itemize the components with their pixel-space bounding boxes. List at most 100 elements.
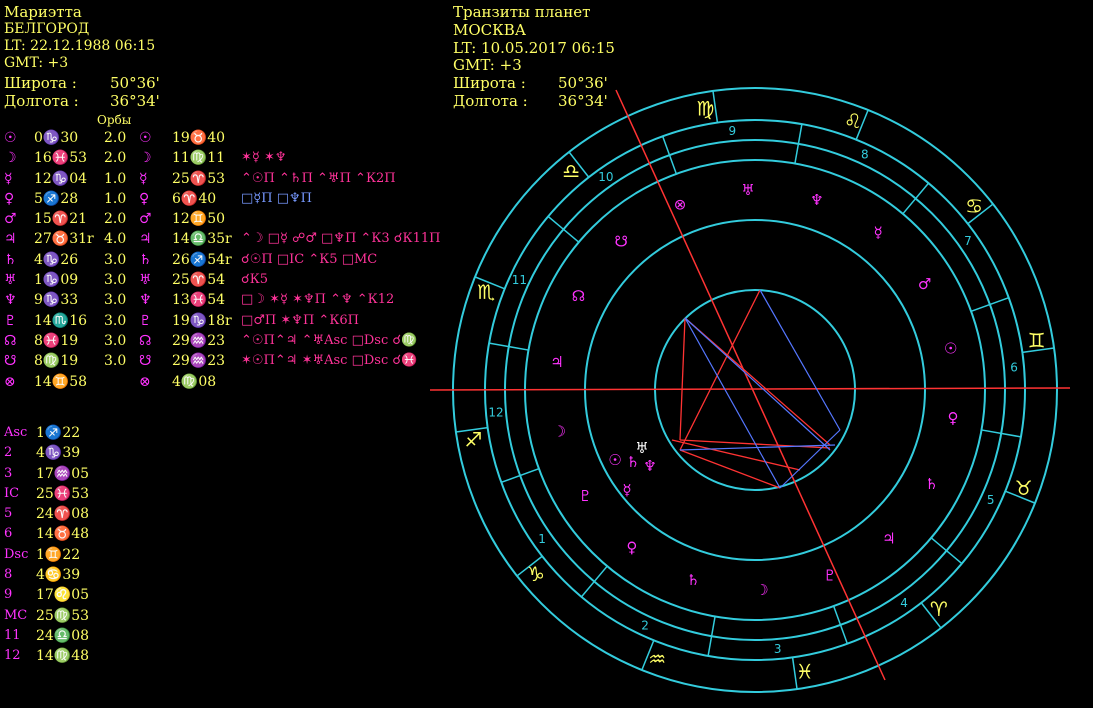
- planet-glyph: ♅: [4, 272, 17, 289]
- zodiac-sign-icon: ♊: [1028, 328, 1046, 352]
- house-divider: [981, 429, 1022, 438]
- house-cusp-value: 14♉48: [36, 526, 90, 543]
- planet-glyph: ☿: [4, 170, 13, 187]
- house-divider: [661, 136, 678, 175]
- house-label: 8: [4, 567, 13, 583]
- natal-position: 0♑30: [34, 130, 79, 146]
- natal-position: 12♑04: [34, 170, 88, 187]
- planet-row: ⊗14♊58⊗4♍08: [4, 372, 464, 392]
- natal-position: 5♐28: [34, 190, 79, 207]
- natal-position: 15♈21: [34, 211, 88, 228]
- house-divider: [707, 616, 716, 657]
- aspect-line-red: [679, 317, 686, 441]
- house-cusp-value: 4♋39: [36, 567, 81, 584]
- zodiac-divider: [568, 151, 590, 178]
- natal-position: 1♑09: [34, 272, 79, 289]
- planet-icon: ☿: [874, 223, 883, 241]
- transit-latitude-label: Широта :: [453, 74, 526, 92]
- house-label: Dsc: [4, 546, 29, 562]
- planet-icon: ♄: [626, 453, 639, 471]
- chart-wheel[interactable]: ♍♌♋♊♉♈♓♒♑♐♏♎987654321121110♄♀♇☽♃☊☋⊗♅♆☿♂☉…: [420, 80, 1093, 708]
- house-number: 11: [512, 273, 527, 287]
- zodiac-sign-icon: ♍: [696, 96, 714, 120]
- house-cusp-value: 24♎08: [36, 627, 90, 644]
- planet-icon: ♇: [579, 487, 592, 505]
- natal-name: Мариэтта: [4, 3, 82, 21]
- transit-position: 25♈53: [172, 170, 226, 187]
- natal-position: 16♓53: [34, 150, 88, 167]
- orb-value: 3.0: [104, 332, 127, 349]
- house-divider: [547, 215, 580, 243]
- zodiac-divider: [1022, 347, 1055, 354]
- transit-position: 11♍11: [172, 150, 226, 167]
- zodiac-divider: [1005, 490, 1036, 504]
- house-divider: [930, 537, 963, 565]
- natal-local-time: LT: 22.12.1988 06:15: [4, 38, 156, 54]
- aspect-line-red: [684, 317, 831, 446]
- orb-value: 2.0: [104, 211, 127, 228]
- planet-icon: ♆: [643, 457, 656, 475]
- transit-city: МОСКВА: [453, 21, 527, 39]
- zodiac-sign-icon: ♉: [1015, 476, 1033, 500]
- planet-glyph: ☋: [4, 353, 17, 370]
- aspect-line-blue: [779, 429, 841, 489]
- house-cusp-value: 25♍53: [36, 607, 90, 624]
- planet-icon: ☉: [944, 339, 957, 357]
- zodiac-divider: [455, 426, 488, 433]
- house-number: 12: [488, 406, 503, 420]
- transit-gmt: GMT: +3: [453, 56, 522, 74]
- natal-position: 27♉31r: [34, 231, 94, 248]
- natal-position: 8♓19: [34, 332, 79, 349]
- aspect-line-red: [679, 289, 761, 451]
- house-cusp-row: 8 4♋39: [4, 565, 114, 585]
- zodiac-divider: [641, 640, 655, 671]
- planet-icon: ♄: [925, 475, 938, 493]
- orb-value: 3.0: [104, 251, 127, 268]
- aspect-list: □♂П ✶♆П ⌃К6П: [241, 312, 359, 328]
- transit-planet-glyph: ♇: [139, 312, 152, 329]
- planet-icon: ☋: [615, 232, 628, 250]
- zodiac-sign-icon: ♋: [965, 194, 983, 218]
- transit-position: 19♑18r: [172, 312, 232, 329]
- orb-value: 3.0: [104, 292, 127, 309]
- orb-value: 4.0: [104, 231, 127, 248]
- transit-planet-glyph: ⊗: [139, 373, 151, 390]
- house-label: MC: [4, 607, 28, 623]
- house-divider: [501, 467, 540, 484]
- transit-position: 19♉40: [172, 130, 226, 146]
- zodiac-sign-icon: ♒: [648, 647, 666, 671]
- natal-latitude-label: Широта :: [4, 74, 77, 92]
- house-cusp-row: MC 25♍53: [4, 606, 114, 626]
- house-number: 8: [861, 147, 869, 161]
- house-number: 1: [538, 532, 546, 546]
- house-cusp-value: 1♐22: [36, 425, 81, 441]
- house-cusp-value: 17♌05: [36, 587, 90, 604]
- planet-icon: ♅: [741, 181, 754, 199]
- house-cusp-value: 14♍48: [36, 648, 90, 665]
- planet-glyph: ♃: [4, 231, 17, 248]
- zodiac-sign-icon: ♐: [464, 428, 482, 452]
- orb-value: 3.0: [104, 312, 127, 329]
- natal-gmt: GMT: +3: [4, 55, 69, 71]
- zodiac-sign-icon: ♏: [477, 280, 495, 304]
- transit-planet-glyph: ♄: [139, 251, 152, 268]
- zodiac-sign-icon: ♓: [796, 660, 814, 684]
- midheaven-axis: [615, 89, 886, 681]
- aspect-line-red: [671, 439, 801, 471]
- transit-planet-glyph: ☋: [139, 353, 152, 370]
- house-number: 6: [1010, 360, 1018, 374]
- house-cusp-value: 24♈08: [36, 506, 90, 523]
